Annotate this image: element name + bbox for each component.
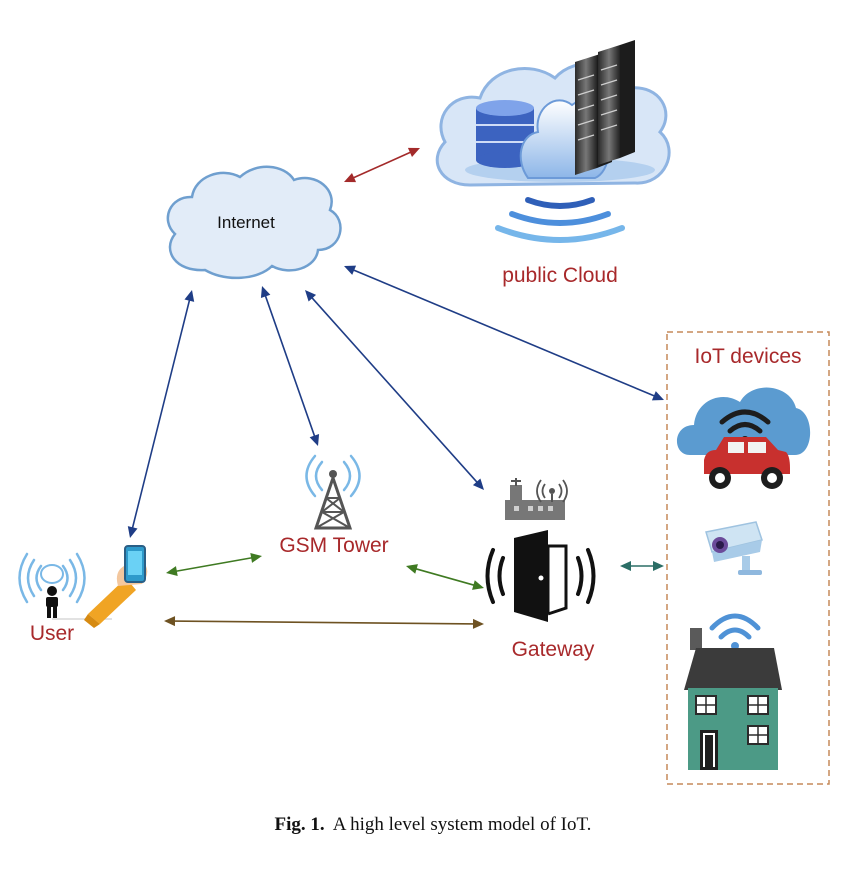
caption-label: Fig. 1. bbox=[274, 814, 325, 835]
user-icon bbox=[18, 552, 112, 620]
user-label: User bbox=[30, 622, 74, 645]
internet-label: Internet bbox=[217, 213, 275, 232]
iot-devices-box bbox=[666, 331, 830, 785]
link-internet-gateway bbox=[305, 290, 484, 490]
smart-house-icon bbox=[684, 613, 782, 770]
gsm-tower-label: GSM Tower bbox=[279, 534, 388, 557]
caption-text: A high level system model of IoT. bbox=[332, 814, 592, 835]
link-internet-public-cloud bbox=[344, 147, 420, 183]
internet-cloud-icon bbox=[166, 165, 342, 280]
public-cloud-label: public Cloud bbox=[502, 264, 618, 287]
link-user-gateway bbox=[164, 616, 484, 629]
connection-arrows bbox=[127, 147, 664, 629]
link-gateway-iot-devices bbox=[620, 561, 664, 571]
link-gsm-tower-gateway bbox=[406, 564, 484, 590]
smartphone-hand-icon bbox=[84, 545, 148, 628]
link-user-gsm-tower bbox=[166, 552, 262, 577]
connected-car-icon bbox=[676, 387, 811, 489]
link-internet-gsm-tower bbox=[260, 286, 320, 446]
iot-devices-label: IoT devices bbox=[695, 345, 802, 368]
link-internet-iot-devices bbox=[344, 265, 664, 401]
public-cloud-icon bbox=[435, 40, 671, 243]
server-rack-icon bbox=[575, 40, 635, 175]
gateway-label: Gateway bbox=[512, 638, 595, 661]
cloud-signal-icon bbox=[495, 197, 625, 243]
link-internet-user bbox=[127, 290, 195, 538]
figure-caption: Fig. 1. A high level system model of IoT. bbox=[0, 814, 866, 836]
gsm-tower-icon bbox=[305, 454, 361, 530]
gateway-icon bbox=[485, 478, 596, 622]
factory-icon bbox=[505, 478, 568, 520]
security-camera-icon bbox=[705, 521, 763, 575]
